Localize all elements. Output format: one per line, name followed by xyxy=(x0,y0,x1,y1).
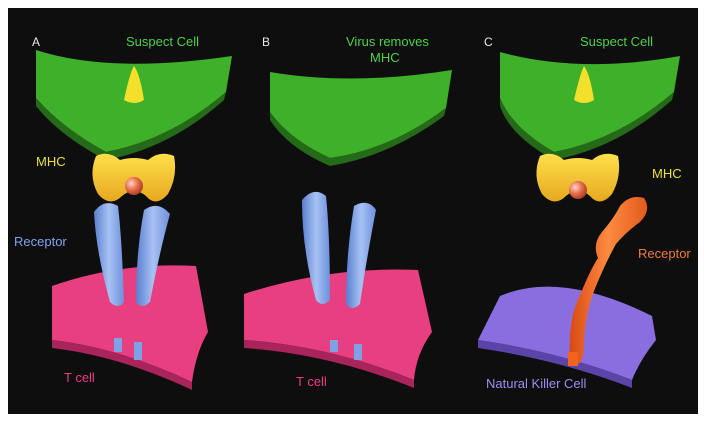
label-t-cell-a: T cell xyxy=(64,370,95,385)
label-suspect-cell-a: Suspect Cell xyxy=(126,34,199,49)
panel-letter-b: B xyxy=(262,35,270,49)
label-suspect-cell-c: Suspect Cell xyxy=(580,34,653,49)
label-receptor-a: Receptor xyxy=(14,234,67,249)
peptide xyxy=(125,177,143,195)
label-virus-removes-mhc: MHC xyxy=(370,50,400,65)
label-mhc-a: MHC xyxy=(36,154,66,169)
label-mhc-c: MHC xyxy=(652,166,682,181)
panel-letter-c: C xyxy=(484,35,493,49)
panel-letter-a: A xyxy=(32,35,40,49)
label-virus-removes: Virus removes xyxy=(346,34,429,49)
label-nk-cell: Natural Killer Cell xyxy=(486,376,587,391)
label-receptor-c: Receptor xyxy=(638,246,691,261)
peptide-c xyxy=(569,181,587,199)
label-t-cell-b: T cell xyxy=(296,374,327,389)
